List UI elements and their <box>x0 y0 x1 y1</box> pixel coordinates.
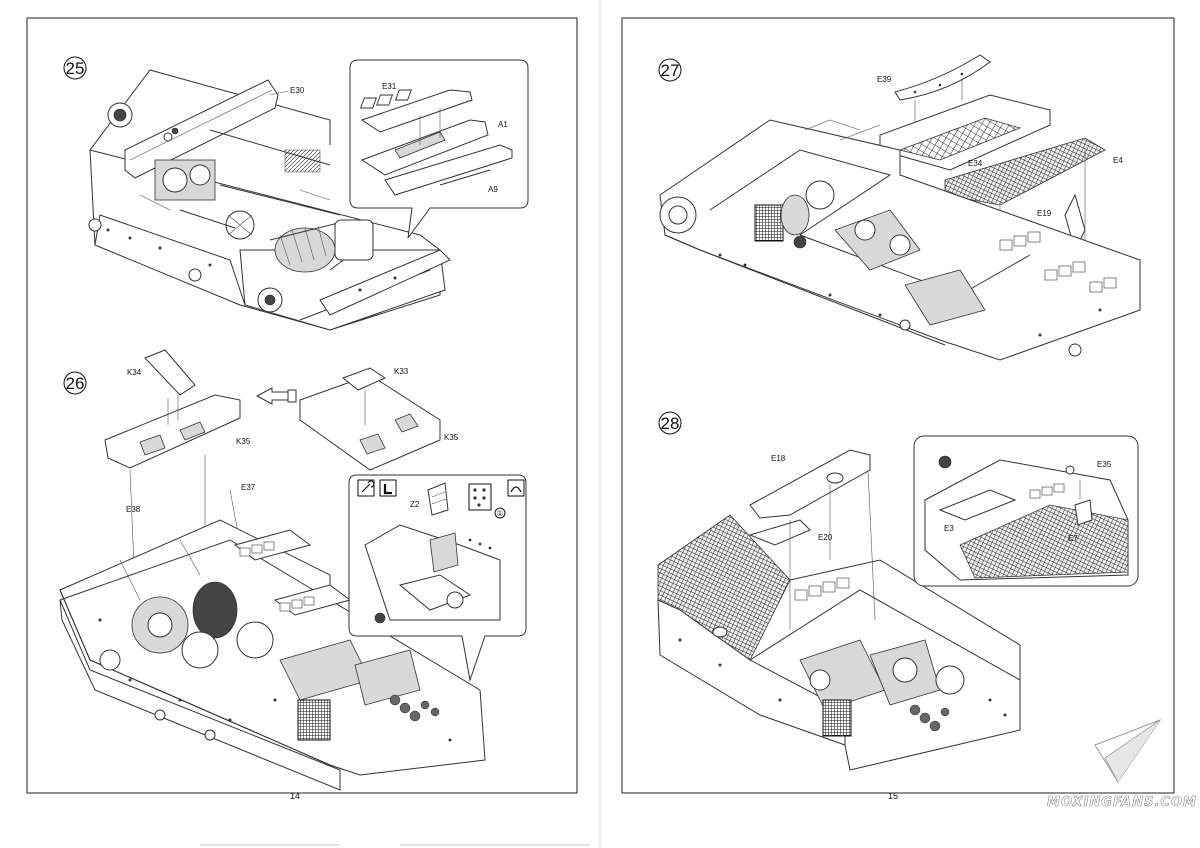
part-label-E18: E18 <box>771 454 786 463</box>
step-number-27: 27 <box>661 61 680 80</box>
part-label-E31: E31 <box>382 82 397 91</box>
watermark: MOXINGFANS.COM <box>1047 718 1197 810</box>
step-28-inset <box>913 435 1139 587</box>
step-badge-28 <box>658 411 682 435</box>
page-frame-14 <box>26 17 578 794</box>
step-26-hull-drawing <box>59 519 486 791</box>
watermark-text: MOXINGFANS.COM <box>1047 795 1197 810</box>
part-label-E34: E34 <box>968 159 983 168</box>
step-25-callout <box>349 59 529 239</box>
part-label-K34: K34 <box>127 368 142 377</box>
part-E39-drawing <box>894 54 991 101</box>
part-E18-drawing <box>749 449 871 519</box>
part-label-E38: E38 <box>126 505 141 514</box>
page-14: 25 <box>26 17 578 801</box>
part-label-K35-right: K35 <box>444 433 459 442</box>
part-label-K33: K33 <box>394 367 409 376</box>
part-label-Z2: Z2 <box>410 500 420 509</box>
part-label-E19: E19 <box>1037 209 1052 218</box>
part-label-E20: E20 <box>818 533 833 542</box>
glue-tool-icon <box>507 479 525 497</box>
part-label-E35: E35 <box>1097 460 1112 469</box>
step-number-28: 28 <box>661 414 680 433</box>
count-badge-text: ① <box>496 509 503 518</box>
step-28: 28 <box>657 411 1139 771</box>
page-15: 27 <box>621 17 1175 801</box>
step-badge-25 <box>63 56 87 80</box>
paper-plane-icon <box>1094 718 1162 783</box>
page-number-15: 15 <box>888 791 898 801</box>
part-label-E7: E7 <box>1068 534 1078 543</box>
part-K35-right-drawing <box>299 374 441 471</box>
step-number-25: 25 <box>66 59 85 78</box>
part-label-E4: E4 <box>1113 156 1123 165</box>
leader-E30 <box>269 90 289 96</box>
step-badge-26 <box>63 371 87 395</box>
part-label-E30: E30 <box>290 86 305 95</box>
step-26: 26 K34 K35 K33 K35 E38 E37 <box>59 349 527 791</box>
part-K34-drawing <box>144 349 196 396</box>
part-K35-left-drawing <box>104 394 241 469</box>
arrow-left-icon <box>255 387 297 405</box>
page-frame-15 <box>621 17 1175 794</box>
part-label-A1: A1 <box>498 120 508 129</box>
step-27-hull-drawing <box>659 119 1141 361</box>
part-label-E3: E3 <box>944 524 954 533</box>
step-number-26: 26 <box>66 374 85 393</box>
part-label-A9: A9 <box>488 185 498 194</box>
part-label-E37: E37 <box>241 483 256 492</box>
step-28-hull-drawing <box>657 514 1021 771</box>
page-number-14: 14 <box>290 791 300 801</box>
step-27: 27 <box>658 54 1141 361</box>
step-badge-27 <box>658 58 682 82</box>
step-26-inset: ① <box>348 474 527 682</box>
step-25-hull-drawing <box>88 69 451 331</box>
part-K33-drawing <box>341 367 387 391</box>
part-label-K35-left: K35 <box>236 437 251 446</box>
part-E20-drawing <box>748 519 811 546</box>
step-25: 25 <box>63 56 529 331</box>
count-badge <box>494 507 506 519</box>
part-label-E39: E39 <box>877 75 892 84</box>
